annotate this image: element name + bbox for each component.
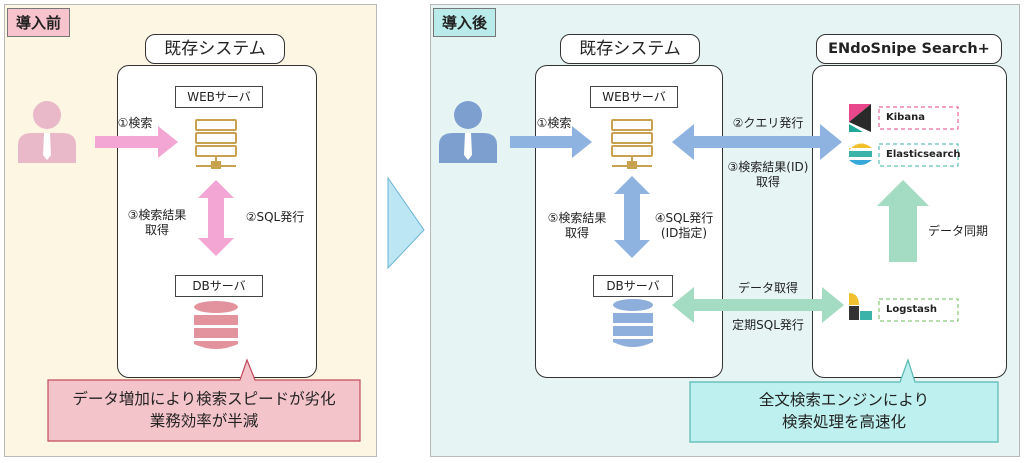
logstash-icon (849, 293, 872, 320)
problem-line-1: データ増加により検索スピードが劣化 (72, 390, 336, 408)
before-step-result-1: ③検索結果 (127, 208, 187, 222)
after-web-server-label: WEBサーバ (590, 86, 678, 108)
user-icon-before (18, 101, 76, 163)
after-step-sql-1: ④SQL発行 (654, 211, 714, 225)
problem-line-2: 業務効率が半減 (149, 412, 259, 430)
arrow-search-before (95, 126, 178, 158)
elasticsearch-label: Elasticsearch (886, 149, 961, 160)
user-icon-after (439, 101, 497, 163)
transition-chevron-icon (387, 176, 425, 270)
elasticsearch-box (878, 143, 959, 167)
database-icon-after (613, 299, 653, 347)
arrow-sql-before (198, 180, 234, 256)
arrow-sql-after (614, 176, 650, 258)
before-step-search: ①検索 (117, 116, 153, 130)
problem-callout (47, 358, 361, 442)
before-system-title: 既存システム (145, 34, 285, 64)
before-db-server-label: DBサーバ (175, 275, 263, 297)
after-periodic-sql: 定期SQL発行 (732, 318, 804, 332)
before-system-box (117, 65, 317, 378)
benefit-line-2: 検索処理を高速化 (781, 413, 906, 431)
after-tag: 導入後 (433, 8, 497, 37)
kibana-icon (849, 104, 871, 132)
after-step-query: ②クエリ発行 (732, 116, 804, 130)
web-server-icon-after (611, 119, 653, 169)
web-server-icon-before (195, 119, 237, 169)
after-system-title: 既存システム (560, 34, 700, 64)
before-web-server-label: WEBサーバ (175, 86, 263, 108)
arrow-data-fetch (672, 287, 844, 323)
after-data-fetch: データ取得 (737, 281, 798, 295)
arrow-query-after (672, 124, 842, 160)
kibana-box (878, 106, 959, 130)
elasticsearch-icon (849, 143, 872, 165)
after-step-result-id-1: ③検索結果(ID) (727, 160, 809, 174)
database-icon-before (194, 301, 238, 349)
arrow-search-after (510, 126, 592, 158)
after-step-result-id-2: 取得 (755, 175, 780, 189)
after-db-server-label: DBサーバ (593, 275, 673, 297)
after-step-result-2: 取得 (564, 226, 589, 240)
after-step-sql-2: (ID指定) (660, 226, 708, 240)
product-title: ENdoSnipe Search+ (816, 34, 1002, 64)
kibana-label: Kibana (886, 112, 925, 123)
before-tag: 導入前 (7, 8, 71, 37)
benefit-callout (689, 358, 999, 443)
before-step-result-2: 取得 (144, 223, 169, 237)
after-step-result-1: ⑤検索結果 (547, 211, 607, 225)
before-step-sql: ②SQL発行 (245, 210, 305, 224)
after-data-sync: データ同期 (927, 224, 988, 238)
arrow-data-sync (877, 180, 929, 262)
logstash-box (878, 298, 959, 322)
logstash-label: Logstash (886, 304, 937, 315)
benefit-line-1: 全文検索エンジンにより (758, 391, 930, 409)
after-step-search: ①検索 (536, 116, 572, 130)
